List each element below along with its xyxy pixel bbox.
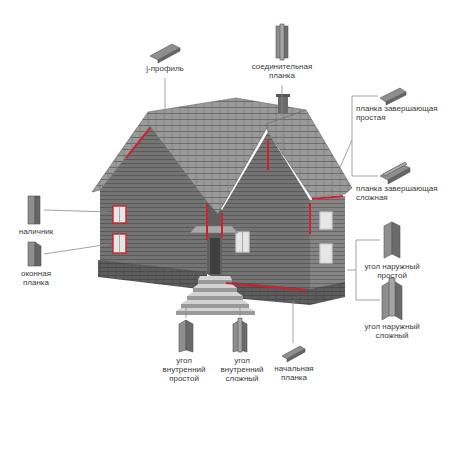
- house-roof-part: [266, 110, 352, 198]
- part-label: соединительная планка: [242, 62, 322, 80]
- house-plinth-part: [98, 260, 207, 290]
- part-icons-part: [186, 320, 193, 352]
- part-icons-part: [287, 349, 305, 362]
- house-windows-part: [190, 226, 238, 233]
- house-roof: [92, 94, 352, 214]
- house-walls-part: [310, 196, 345, 290]
- part-icons-part: [28, 242, 35, 266]
- red-highlights-part: [267, 140, 269, 170]
- red-highlights-part: [312, 196, 343, 199]
- house-windows-part: [236, 232, 249, 252]
- house-stairs-part: [181, 300, 249, 304]
- part-label: угол внутренний сложный: [217, 356, 267, 384]
- house-roof-part: [278, 96, 288, 114]
- leader-lines: [44, 78, 380, 343]
- part-icons: [28, 24, 410, 362]
- part-icons-part: [392, 222, 400, 258]
- leader-lines-part: [165, 78, 166, 118]
- part-label: планка завершающая простая: [356, 104, 446, 122]
- house-stairs-part: [187, 296, 243, 300]
- house-plinth: [98, 260, 345, 305]
- leader-lines-part: [282, 85, 283, 158]
- red-highlights-part: [206, 204, 208, 240]
- house-windows-part: [119, 234, 120, 253]
- leader-lines-part: [240, 306, 241, 316]
- house-windows-part: [113, 206, 126, 223]
- house-stairs-part: [193, 284, 237, 288]
- house-roof-part: [276, 94, 290, 97]
- red-highlights-part: [309, 203, 311, 234]
- part-label: планка завершающая сложная: [356, 184, 446, 202]
- red-highlights: [126, 128, 343, 290]
- house-windows: [113, 206, 332, 274]
- leader-lines-part: [347, 270, 356, 271]
- part-label: угол наружный сложный: [360, 322, 424, 340]
- house-stairs-part: [176, 311, 255, 315]
- part-label: оконная планка: [8, 269, 64, 287]
- part-icons-part: [383, 162, 407, 176]
- part-label: угол наружный простой: [360, 262, 424, 280]
- house-stairs-part: [198, 276, 232, 280]
- part-icons-part: [389, 278, 395, 316]
- part-label: j-профиль: [135, 64, 195, 73]
- house-windows-part: [320, 212, 332, 229]
- leader-lines-part: [186, 306, 187, 318]
- part-icons-part: [158, 48, 180, 63]
- leader-lines-part: [293, 300, 294, 343]
- part-icons-part: [28, 196, 35, 224]
- part-icons-part: [35, 196, 40, 224]
- red-highlights-part: [226, 283, 306, 290]
- part-label: угол внутренний простой: [159, 356, 209, 384]
- house-windows-part: [320, 244, 332, 263]
- part-icons-part: [384, 222, 392, 258]
- leader-lines-part: [44, 244, 110, 254]
- house-stairs-part: [176, 308, 255, 311]
- leader-lines-part: [44, 210, 110, 212]
- part-icons-part: [280, 24, 284, 60]
- house-stairs: [176, 276, 255, 315]
- house-stairs-part: [187, 292, 243, 296]
- part-icons-part: [386, 92, 406, 105]
- red-highlights-part: [221, 213, 223, 238]
- part-icons-part: [238, 318, 242, 352]
- part-label: наличник: [6, 227, 66, 236]
- leader-lines-part: [328, 140, 352, 195]
- house-stairs-part: [181, 304, 249, 308]
- part-icons-part: [35, 242, 41, 266]
- house-windows-part: [210, 238, 220, 274]
- red-highlights-part: [126, 128, 150, 158]
- house-windows-part: [119, 206, 120, 223]
- part-icons-part: [179, 320, 186, 352]
- house-windows-part: [242, 232, 243, 252]
- house-walls-part: [207, 200, 222, 282]
- part-label: начальная планка: [266, 364, 322, 382]
- house-roof-part: [92, 98, 306, 214]
- house-windows-part: [113, 234, 126, 253]
- house-stairs-part: [193, 288, 237, 292]
